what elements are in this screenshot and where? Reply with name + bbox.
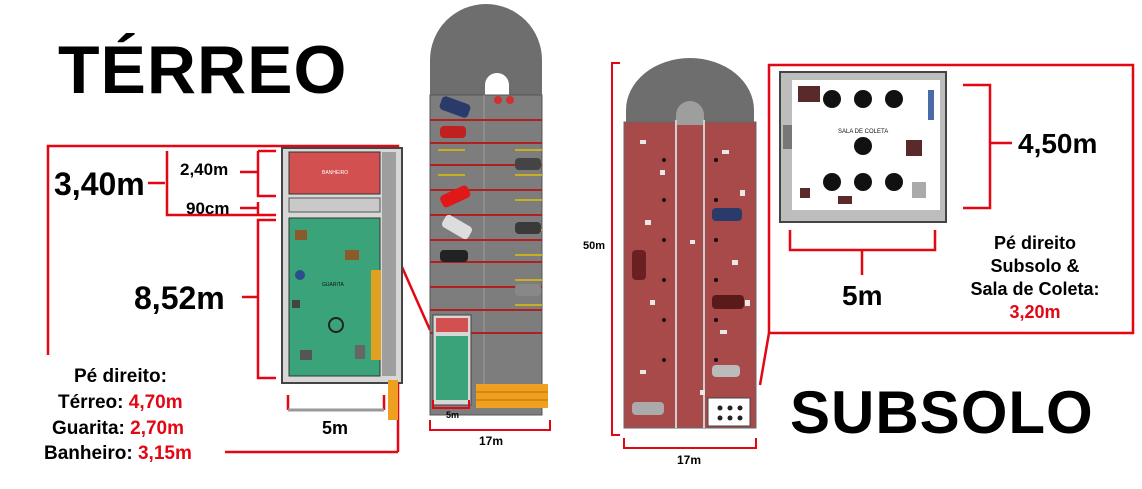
dim-total-height: 3,40m	[54, 166, 145, 202]
ceiling-row: Banheiro: 3,15m	[44, 443, 192, 465]
sala-coleta-plan	[779, 71, 947, 223]
dim-subsolo-length: 50m	[583, 240, 606, 252]
ceiling-terreo-heading: Pé direito:	[74, 366, 167, 387]
ceiling-value: 4,70m	[128, 392, 183, 413]
ceiling-label: Banheiro:	[44, 443, 133, 464]
ceiling-subsolo-value: 3,20m	[1009, 302, 1061, 322]
ceiling-row: Guarita: 2,70m	[52, 418, 184, 440]
ceiling-value: 2,70m	[130, 418, 185, 439]
dim-banheiro: 2,40m	[180, 160, 229, 179]
subsolo-site-plan	[623, 58, 757, 429]
sala-coleta-frame	[758, 63, 1135, 386]
ceiling-label: Térreo:	[58, 392, 124, 413]
ceiling-label: Guarita:	[52, 418, 125, 439]
dim-corridor: 90cm	[186, 199, 230, 218]
dim-guarita: 8,52m	[134, 280, 225, 316]
dim-guarita-width: 5m	[322, 418, 349, 438]
room-label-banheiro: BANHEIRO	[322, 170, 349, 176]
title-terreo: TÉRREO	[58, 32, 348, 108]
terreo-site-brackets	[429, 400, 551, 431]
room-label-guarita: GUARITA	[322, 282, 344, 288]
ceiling-subsolo-block: Pé direito Subsolo & Sala de Coleta: 3,2…	[960, 232, 1110, 324]
width-bracket-5m	[286, 395, 386, 412]
dim-site-width: 17m	[479, 434, 504, 448]
ceiling-row: Térreo: 4,70m	[58, 392, 183, 414]
height-brackets	[148, 149, 276, 380]
dim-subsolo-width: 17m	[677, 453, 702, 467]
dim-sala-width: 5m	[842, 280, 883, 311]
dim-site-small: 5m	[446, 410, 460, 420]
dim-sala-depth: 4,50m	[1018, 128, 1098, 159]
terreo-site-plan	[429, 4, 548, 416]
ceiling-subsolo-line3: Sala de Coleta:	[970, 279, 1100, 299]
room-label-sala-coleta: SALA DE COLETA	[838, 129, 889, 135]
ceiling-subsolo-line1: Pé direito	[993, 233, 1077, 253]
subsolo-brackets	[611, 62, 757, 449]
ceiling-value: 3,15m	[137, 443, 192, 464]
title-subsolo: SUBSOLO	[790, 379, 1094, 446]
ceiling-subsolo-line2: Subsolo &	[990, 256, 1080, 276]
guarita-plan	[281, 147, 403, 420]
